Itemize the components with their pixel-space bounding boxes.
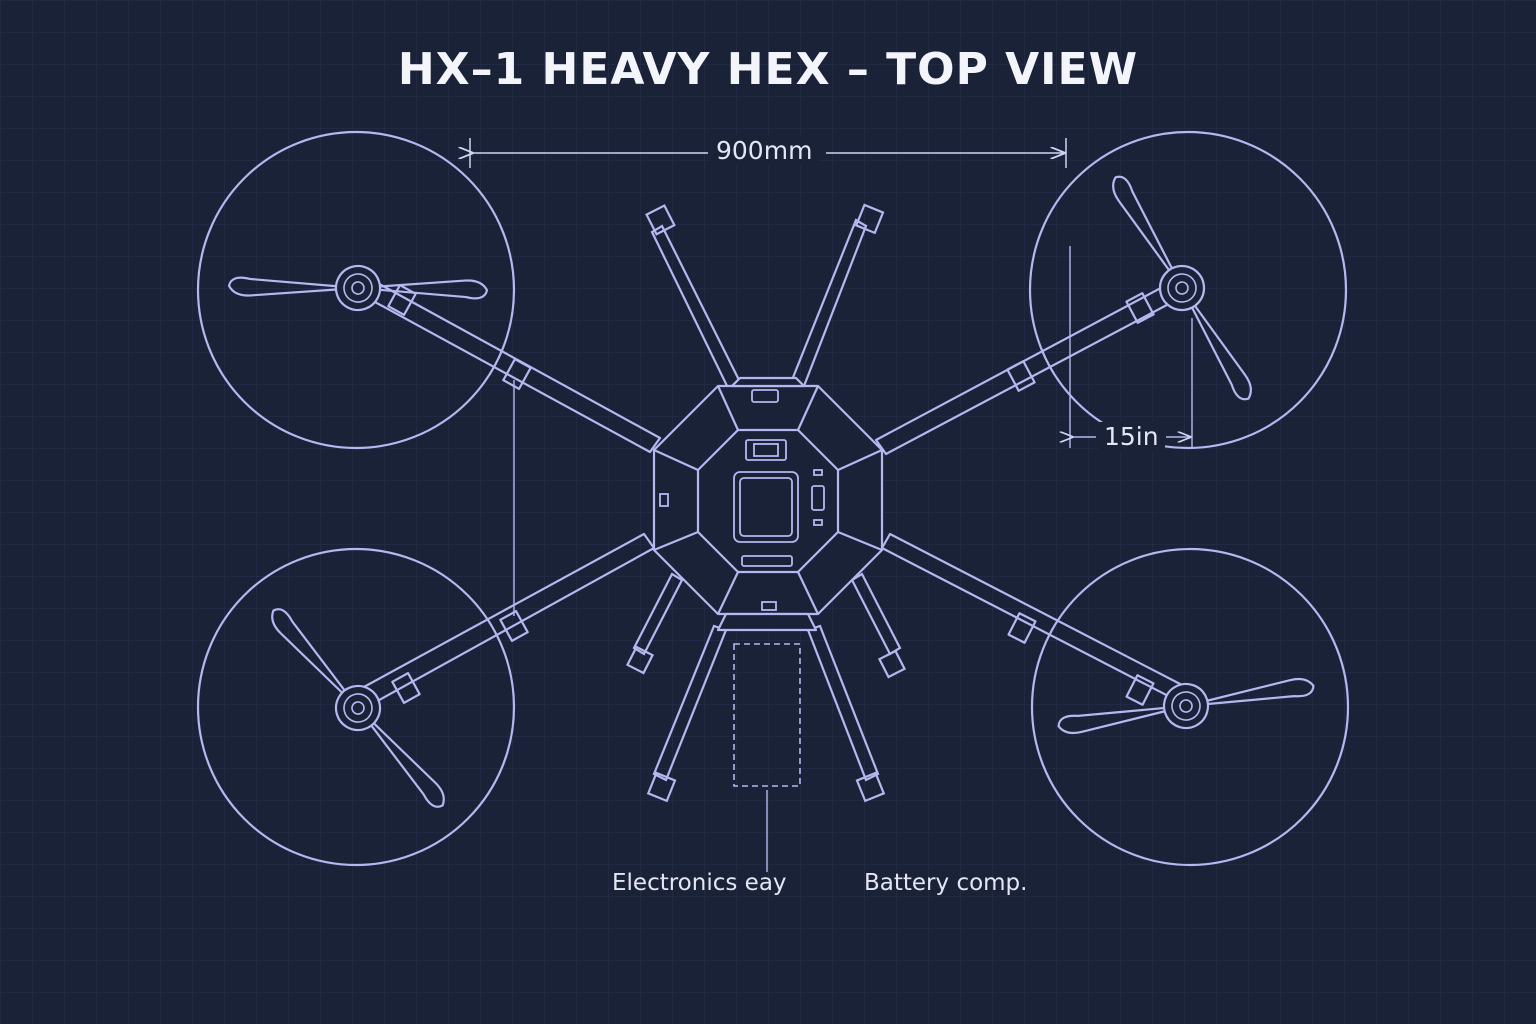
rotor-disk-front-left [196,130,516,450]
span-dimension-label: 900mm [710,136,819,165]
prop-dimension-label: 15in [1098,422,1165,451]
lower-leg-inner-right [850,572,902,656]
motor-mount [391,672,421,704]
rotor-disk-front-right [1028,130,1348,450]
body-cap-bottom [716,612,818,632]
lower-leg-inner-left [632,572,684,656]
lower-leg-outer-right [806,624,880,782]
electronics-bay-outline [733,643,801,787]
page-title: HX–1 HEAVY HEX – TOP VIEW [397,44,1139,95]
indicator [813,469,823,476]
top-port [751,389,779,403]
electronics-bay-callout: Electronics eay [612,870,787,896]
flight-controller [733,471,799,543]
arm-clamp [1007,612,1037,644]
arm-clamp [499,610,529,642]
bottom-port [761,601,777,611]
lower-leg-foot [646,771,677,803]
bottom-slot [741,555,793,567]
upper-leg-foot-right [854,203,885,235]
motor-mount [1125,674,1155,706]
body-cap-top [730,376,806,388]
motor-mount [1125,292,1155,324]
lower-leg-foot [625,645,655,675]
rotor-disk-rear-right [1030,547,1350,867]
lower-leg-outer-left [652,624,728,782]
lower-leg-foot [855,771,886,803]
arm-clamp [502,358,532,390]
central-body-inner [696,428,840,574]
motor-mount [387,284,417,316]
upper-leg-foot-left [645,204,676,236]
battery-compartment-callout: Battery comp. [864,870,1028,896]
side-port [659,493,669,507]
gps-module-inner [753,443,779,457]
arm-clamp [1006,360,1036,392]
lower-leg-foot [877,649,907,679]
flight-controller-inner [739,477,793,537]
rotor-disk-rear-left [196,547,516,867]
status-led [811,485,825,511]
gps-module [745,439,787,461]
indicator [813,519,823,526]
span-dimension-line [470,138,1067,168]
